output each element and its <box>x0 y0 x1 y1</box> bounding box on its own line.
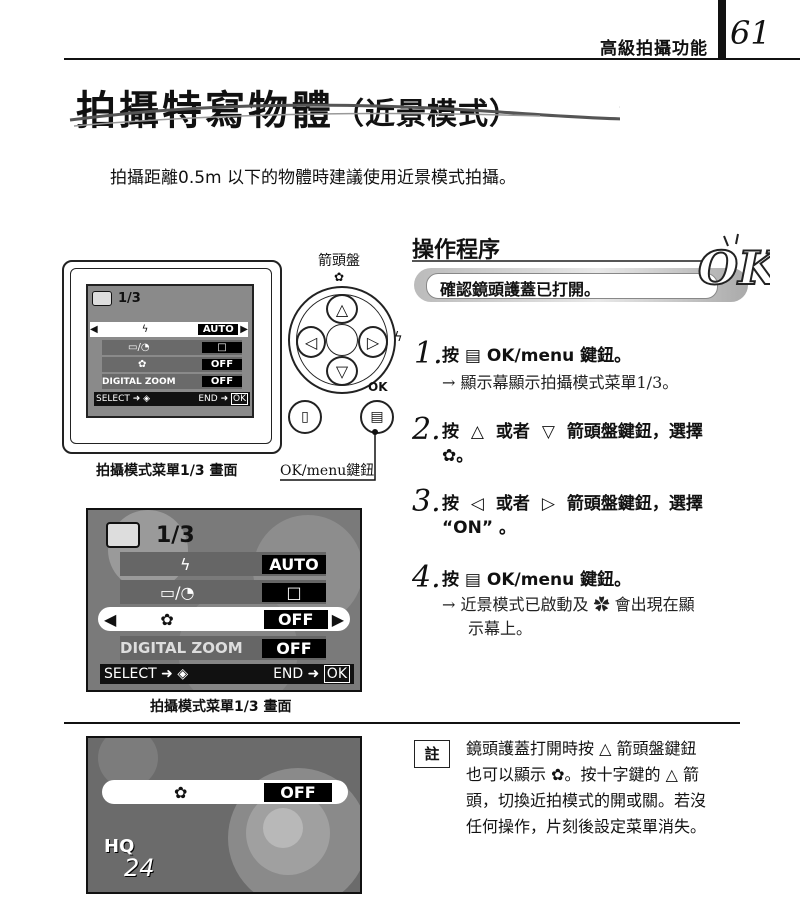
step-3-number: 3. <box>412 484 441 519</box>
page-number: 61 <box>730 14 771 52</box>
ok-menu-leader-line <box>280 429 378 481</box>
digital-zoom-label: DIGITAL ZOOM <box>102 376 176 387</box>
banner-text: 確認鏡頭護蓋已打開。 <box>440 280 601 299</box>
display-button[interactable]: ▯ <box>288 400 322 434</box>
step-2-text-cont: ✿。 <box>442 446 474 466</box>
down-arrow-button[interactable]: ▽ <box>326 356 358 386</box>
step-4-sub-cont: 示幕上。 <box>468 619 533 638</box>
menu-icon <box>106 522 140 548</box>
digital-zoom-label: DIGITAL ZOOM <box>120 639 243 657</box>
digital-zoom-value: OFF <box>202 376 242 387</box>
menu-page: 1/3 <box>118 290 141 306</box>
right-arrow-button[interactable]: ▷ <box>358 326 388 358</box>
ok-label: OK <box>368 380 388 394</box>
flash-icon: ϟ <box>180 554 191 574</box>
note-line-4: 任何操作，片刻後設定菜單消失。 <box>466 817 707 836</box>
arrow-pad[interactable] <box>288 286 396 394</box>
flash-icon: ϟ <box>394 330 403 345</box>
end-label: END ➜ <box>273 666 320 682</box>
flash-icon: ϟ <box>141 324 149 335</box>
menu-screen-small: 1/3 ◀ ϟ AUTO ▶ ▭/◔ □ ✿ OFF DIGITAL ZOOM … <box>86 284 254 418</box>
note-line-2: 也可以顯示 ✿。按十字鍵的 △ 箭 <box>466 765 699 784</box>
arrow-pad-center[interactable] <box>326 324 358 356</box>
macro-icon: ✿ <box>334 270 345 284</box>
end-label: END ➜ <box>198 394 229 404</box>
figure-caption-1: 拍攝模式菜單1/3 畫面 <box>96 463 238 479</box>
select-hint: SELECT ➜ ◈ <box>104 666 189 682</box>
right-arrow-icon: ▶ <box>240 324 248 335</box>
header-rule <box>64 58 800 60</box>
macro-value: OFF <box>264 782 332 802</box>
ok-box: OK <box>323 665 350 683</box>
procedure-title: 操作程序 <box>412 238 501 263</box>
step-1-sub: → 顯示幕顯示拍攝模式菜單1/3。 <box>442 373 679 392</box>
intro-text: 拍攝距離0.5m 以下的物體時建議使用近景模式拍攝。 <box>110 168 516 188</box>
dial-label: 箭頭盤 <box>318 253 360 269</box>
ok-menu-caption: OK/menu鍵鈕 <box>280 463 375 479</box>
step-4-sub: → 近景模式已啟動及 ✿ 會出現在顯 <box>442 595 695 614</box>
procedure-underline <box>412 260 712 262</box>
left-arrow-icon: ◀ <box>104 609 117 629</box>
select-label: SELECT ➜ <box>96 394 141 404</box>
step-3-text-cont: “ON” 。 <box>442 518 516 538</box>
macro-icon: ✿ <box>160 609 174 629</box>
step-1-text: 按 ▤ OK/menu 鍵鈕。 <box>442 346 632 366</box>
select-label: SELECT ➜ <box>104 666 173 682</box>
drive-value: □ <box>202 342 242 353</box>
digital-zoom-value: OFF <box>262 638 326 658</box>
end-hint: END ➜ OK <box>198 393 248 405</box>
svg-text:OK: OK <box>698 241 770 295</box>
end-hint: END ➜ OK <box>273 665 350 683</box>
quality-indicator: HQ <box>104 836 135 857</box>
title-main: 拍攝特寫物體 <box>76 88 334 134</box>
drive-icon: ▭/◔ <box>128 342 150 353</box>
step-4-text: 按 ▤ OK/menu 鍵鈕。 <box>442 570 632 590</box>
menu-icon <box>92 290 112 306</box>
title-swash <box>69 103 620 127</box>
up-arrow-button[interactable]: △ <box>326 294 358 324</box>
select-hint: SELECT ➜ ◈ <box>96 394 151 404</box>
step-3-text: 按 ◁ 或者 ▷ 箭頭盤鍵鈕，選擇 <box>442 494 703 514</box>
drive-icon: ▭/◔ <box>160 582 195 602</box>
camera-body <box>62 260 282 454</box>
menu-screen-large: 1/3 ϟ AUTO ▭/◔ □ ◀ ✿ OFF ▶ DIGITAL ZOOM … <box>86 508 362 692</box>
macro-value: OFF <box>202 359 242 370</box>
ok-box: OK <box>231 393 248 405</box>
figure-caption-2: 拍攝模式菜單1/3 畫面 <box>150 699 292 715</box>
right-arrow-icon: ▶ <box>331 609 344 629</box>
section-divider <box>64 722 740 724</box>
macro-icon: ✿ <box>138 359 147 370</box>
step-2-text: 按 △ 或者 ▽ 箭頭盤鍵鈕，選擇 <box>442 422 703 442</box>
procedure-banner-inner <box>426 273 718 299</box>
header-bar <box>718 0 726 58</box>
note-text: 鏡頭護蓋打開時按 △ 箭頭盤鍵鈕 也可以顯示 ✿。按十字鍵的 △ 箭 頭，切換近… <box>466 736 746 840</box>
live-view-screen: ✿ OFF HQ 24 <box>86 736 362 894</box>
step-1-number: 1. <box>414 336 443 371</box>
step-4-number: 4. <box>412 560 441 595</box>
step-2-number: 2. <box>412 412 441 447</box>
menu-page: 1/3 <box>156 522 195 548</box>
flash-value: AUTO <box>262 554 326 574</box>
macro-icon: ✿ <box>174 782 188 802</box>
left-arrow-icon: ◀ <box>90 324 98 335</box>
note-icon: 註 <box>414 740 450 768</box>
drive-value: □ <box>262 582 326 602</box>
note-line-1: 鏡頭護蓋打開時按 △ 箭頭盤鍵鈕 <box>466 739 697 758</box>
left-arrow-button[interactable]: ◁ <box>296 326 326 358</box>
ok-hand-icon: OK <box>697 233 770 296</box>
shots-remaining: 24 <box>124 854 155 882</box>
note-line-3: 頭，切換近拍模式的開或關。若沒 <box>466 791 707 810</box>
flash-value: AUTO <box>198 324 239 335</box>
section-title: 高級拍攝功能 <box>600 39 708 59</box>
macro-value: OFF <box>263 609 328 629</box>
